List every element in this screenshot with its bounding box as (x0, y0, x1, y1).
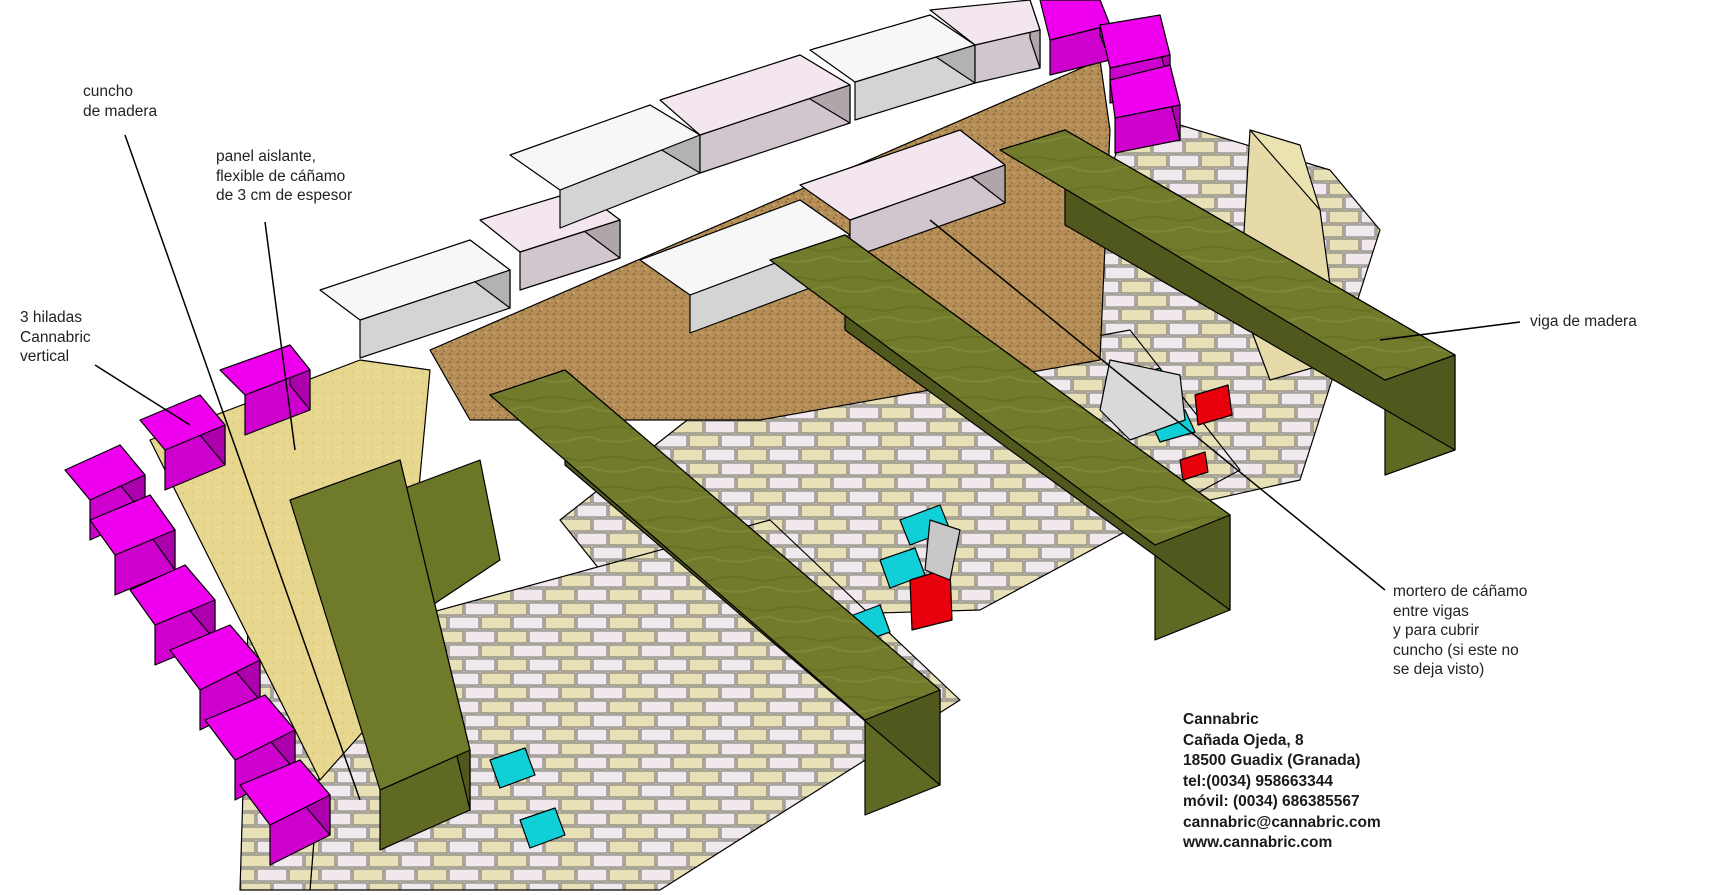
red-brick-1 (1194, 384, 1233, 426)
magenta-brick-right-2-top (1109, 64, 1181, 119)
top-white-brick-3 (659, 54, 851, 174)
top-white-brick-3-top (659, 54, 851, 136)
magenta-brick-left-2-top (129, 564, 216, 626)
magenta-brick-left-6 (139, 394, 226, 491)
magenta-brick-left-7 (219, 344, 311, 436)
magenta-brick-right-2 (1109, 64, 1181, 154)
label-cuncho: cuncho de madera (83, 83, 158, 120)
top-white-brick-4 (809, 14, 976, 121)
contact-block: Cannabric Cañada Ojeda, 8 18500 Guadix (… (1183, 710, 1381, 854)
top-white-brick-0 (319, 239, 511, 359)
top-white-brick-0-top (319, 239, 511, 321)
label-3-hiladas: 3 hiladas Cannabric vertical (20, 309, 91, 365)
magenta-brick-left-1-top (89, 494, 176, 556)
magenta-brick-left-1 (89, 494, 176, 596)
wooden-cuncho-top (289, 459, 471, 791)
label-viga: viga de madera (1530, 313, 1637, 330)
leader-panel (264, 221, 296, 451)
label-mortero: mortero de cáñamo entre vigas y para cub… (1393, 583, 1528, 678)
contact-name: Cannabric (1183, 711, 1259, 728)
magenta-brick-left-4-top (204, 694, 296, 761)
label-panel-aislante: panel aislante, flexible de cáñamo de 3 … (216, 148, 353, 204)
magenta-brick-left-2 (129, 564, 216, 666)
magenta-brick-left-3-top (169, 624, 261, 691)
stair-curve (1099, 359, 1186, 441)
red-brick-2 (1179, 451, 1209, 481)
wooden-beam-grain-1 (769, 234, 1231, 546)
top-white-brick-5-top (929, 0, 1041, 46)
wooden-beam-grain-0 (489, 369, 941, 721)
leader-cuncho (124, 134, 361, 801)
contact-email: cannabric@cannabric.com (1183, 813, 1381, 831)
magenta-brick-left-6-top (139, 394, 226, 451)
leader-hiladas (94, 364, 191, 426)
cyan-brick-4 (519, 807, 566, 849)
top-white-brick-7 (799, 129, 1006, 259)
magenta-brick-right-1-top (1099, 14, 1171, 69)
wooden-cuncho (289, 459, 471, 851)
top-white-brick-7-top (799, 129, 1006, 221)
contact-city: 18500 Guadix (Granada) (1183, 752, 1361, 769)
stair-lower (924, 519, 961, 581)
cyan-brick-3 (489, 747, 536, 789)
magenta-brick-left-7-top (219, 344, 311, 396)
magenta-brick-right-0 (1039, 0, 1111, 76)
leader-viga (1379, 321, 1521, 341)
top-white-brick-5 (929, 0, 1041, 84)
wooden-beam-grain-2 (999, 129, 1456, 381)
contact-tel: tel:(0034) 958663344 (1183, 772, 1333, 790)
contact-web: www.cannabric.com (1183, 834, 1333, 851)
contact-street: Cañada Ojeda, 8 (1183, 731, 1304, 749)
magenta-brick-left-5-top (239, 759, 331, 826)
leader-mortero (929, 219, 1386, 591)
contact-mobile: móvil: (0034) 686385567 (1183, 793, 1360, 810)
magenta-brick-left-5 (239, 759, 331, 866)
magenta-brick-left-0-top (64, 444, 146, 501)
